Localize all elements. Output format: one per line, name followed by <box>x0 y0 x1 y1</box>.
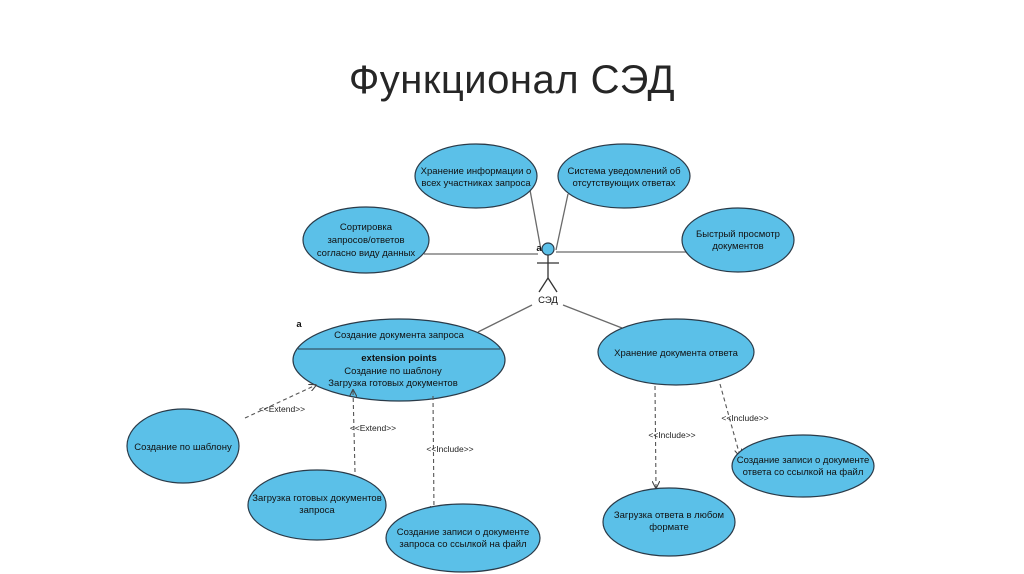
include-arrow-record-response <box>719 383 740 456</box>
include-arrow-record-request <box>433 395 434 513</box>
svg-text:запроса: запроса <box>299 505 335 516</box>
uc-create-request-name: Создание документа запроса <box>334 330 465 341</box>
include-label-2: <<Include>> <box>648 430 695 440</box>
extend-label-1: <<Extend>> <box>259 404 305 414</box>
uc-create-request[interactable]: a Создание документа запроса extension p… <box>292 318 506 402</box>
uc-upload-ready[interactable]: Загрузка готовых документов запроса <box>247 469 387 541</box>
svg-text:Быстрый просмотр: Быстрый просмотр <box>696 229 780 240</box>
uc-notification[interactable]: Система уведомлений об отсутствующих отв… <box>557 143 691 209</box>
svg-text:документов: документов <box>712 241 763 252</box>
include-label-3: <<Include>> <box>721 413 768 423</box>
uc-create-template[interactable]: Создание по шаблону <box>126 408 240 484</box>
svg-text:Загрузка ответа в любом: Загрузка ответа в любом <box>614 510 724 521</box>
svg-text:запросов/ответов: запросов/ответов <box>327 235 404 246</box>
include-arrow-upload-any <box>655 385 656 488</box>
uc-store-response[interactable]: Хранение документа ответа <box>597 318 755 386</box>
svg-text:согласно виду данных: согласно виду данных <box>317 248 416 259</box>
actor-marker: a <box>536 243 542 254</box>
svg-text:Хранение информации о: Хранение информации о <box>421 166 532 177</box>
assoc-store-response <box>562 304 623 329</box>
uc-marker: a <box>296 319 302 330</box>
uc-record-response[interactable]: Создание записи о документе ответа со сс… <box>731 434 875 498</box>
svg-text:ответа со ссылкой на файл: ответа со ссылкой на файл <box>743 467 864 478</box>
extend-label-2: <<Extend>> <box>350 423 396 433</box>
assoc-create-request <box>477 304 533 333</box>
svg-text:Сортировка: Сортировка <box>340 222 393 233</box>
svg-text:Создание по шаблону: Создание по шаблону <box>134 442 232 453</box>
extension-points-header: extension points <box>361 353 436 364</box>
actor-name: СЭД <box>538 295 558 306</box>
uc-sorting[interactable]: Сортировка запросов/ответов согласно вид… <box>302 206 430 274</box>
svg-text:Загрузка готовых документов: Загрузка готовых документов <box>252 493 382 504</box>
uc-upload-any[interactable]: Загрузка ответа в любом формате <box>602 487 736 557</box>
svg-text:формате: формате <box>649 522 689 533</box>
ext-point-template: Создание по шаблону <box>344 366 442 377</box>
uc-storage-info[interactable]: Хранение информации о всех участниках за… <box>414 143 538 209</box>
extend-arrow-template <box>244 385 316 419</box>
svg-text:запроса со ссылкой на файл: запроса со ссылкой на файл <box>399 539 526 550</box>
slide-title: Функционал СЭД <box>348 58 676 102</box>
include-label-1: <<Include>> <box>426 444 473 454</box>
svg-text:Создание записи о документе: Создание записи о документе <box>737 455 870 466</box>
svg-text:отсутствующих ответах: отсутствующих ответах <box>572 178 675 189</box>
actor-sed: a СЭД <box>536 242 559 306</box>
svg-text:Хранение документа ответа: Хранение документа ответа <box>614 348 738 359</box>
assoc-storage-info <box>529 189 542 251</box>
svg-text:Система уведомлений об: Система уведомлений об <box>567 166 681 177</box>
uc-record-request[interactable]: Создание записи о документе запроса со с… <box>385 503 541 573</box>
assoc-notification <box>555 193 569 251</box>
uc-quick-view[interactable]: Быстрый просмотр документов <box>681 207 795 273</box>
ext-point-upload: Загрузка готовых документов <box>328 378 458 389</box>
actor-head <box>541 242 555 256</box>
svg-text:Создание записи о документе: Создание записи о документе <box>397 527 530 538</box>
svg-text:всех участниках запроса: всех участниках запроса <box>421 178 531 189</box>
